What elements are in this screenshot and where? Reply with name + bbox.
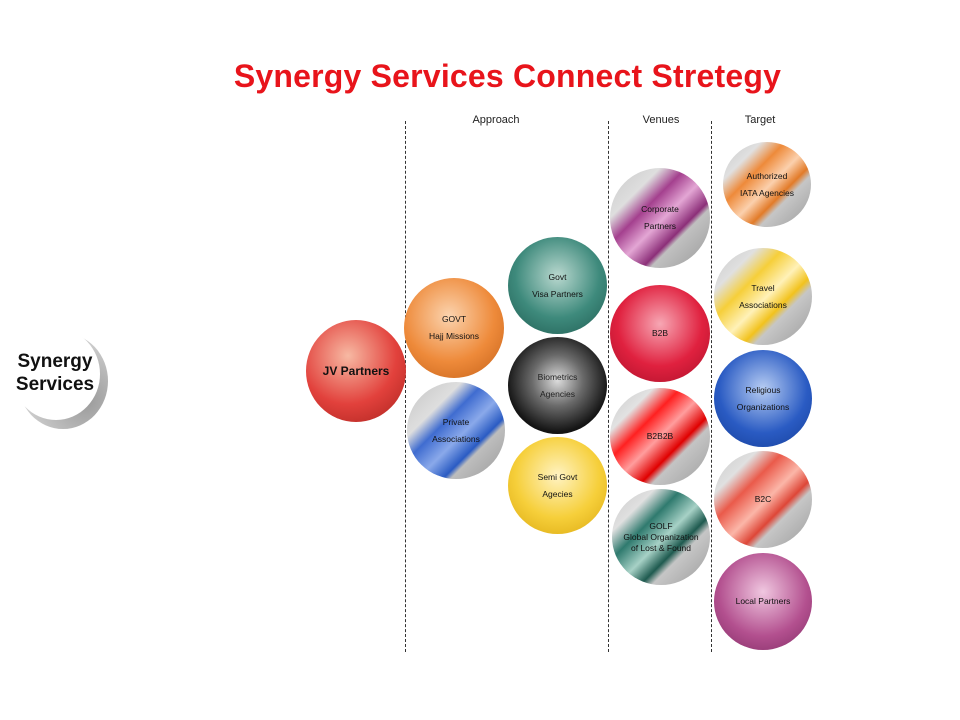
node-govt-hajj-line-2: Hajj Missions xyxy=(428,331,480,341)
node-religious-line-1: Religious xyxy=(745,384,781,395)
node-jv-partners: JV Partners xyxy=(306,320,406,422)
node-semi-govt-line-1: Semi Govt xyxy=(537,471,578,482)
node-b2b2b-label: B2B2B xyxy=(646,431,674,441)
column-header-target: Target xyxy=(744,114,776,126)
node-local-partners: Local Partners xyxy=(714,553,812,650)
brand-line-1: Synergy xyxy=(17,351,93,372)
column-divider-approach xyxy=(405,121,406,652)
brand-line-2: Services xyxy=(15,374,95,395)
column-divider-target xyxy=(711,121,712,652)
node-private-assoc-line-2: Associations xyxy=(432,433,480,444)
node-travel-line-2: Associations xyxy=(739,299,787,310)
node-biometrics-agencies: Biometrics Agencies xyxy=(508,337,607,434)
node-corporate-partners: Corporate Partners xyxy=(610,168,710,268)
page-title: Synergy Services Connect Stretegy xyxy=(233,58,782,94)
column-header-venues: Venues xyxy=(642,114,680,126)
node-iata-line-1: Authorized xyxy=(746,170,788,181)
node-biometrics-line-1: Biometrics xyxy=(537,371,578,382)
node-jv-partners-label: JV Partners xyxy=(322,364,390,378)
node-religious-line-2: Organizations xyxy=(736,401,790,412)
column-header-approach: Approach xyxy=(472,114,520,126)
node-biometrics-line-2: Agencies xyxy=(540,388,575,399)
node-golf: GOLF Global Organization of Lost & Found xyxy=(612,489,710,585)
column-divider-venues xyxy=(608,121,609,652)
node-b2c-label: B2C xyxy=(754,494,772,504)
brand-crescent-mask xyxy=(12,328,100,420)
node-travel-associations: Travel Associations xyxy=(714,248,812,345)
node-local-partners-label: Local Partners xyxy=(735,596,791,606)
node-govt-visa-line-2: Visa Partners xyxy=(532,288,583,299)
node-b2b-label: B2B xyxy=(651,328,669,338)
node-semi-govt-line-2: Agecies xyxy=(542,488,573,499)
node-govt-visa-line-1: Govt xyxy=(548,271,567,282)
node-golf-line-1: GOLF xyxy=(649,520,673,531)
node-religious-organizations: Religious Organizations xyxy=(714,350,812,447)
node-travel-line-1: Travel xyxy=(751,282,775,293)
node-golf-line-3: of Lost & Found xyxy=(630,542,691,553)
node-b2b2b: B2B2B xyxy=(610,388,710,485)
node-iata-line-2: IATA Agencies xyxy=(739,187,795,198)
node-b2b: B2B xyxy=(610,285,710,382)
node-govt-visa-partners: Govt Visa Partners xyxy=(508,237,607,334)
node-govt-hajj-missions: GOVT Hajj Missions xyxy=(404,278,504,378)
node-semi-govt-agencies: Semi Govt Agecies xyxy=(508,437,607,534)
node-b2c: B2C xyxy=(714,451,812,548)
node-golf-line-2: Global Organization xyxy=(623,531,699,542)
brand-label: Synergy Services xyxy=(12,350,98,396)
node-private-associations: Private Associations xyxy=(407,382,505,479)
node-corporate-line-2: Partners xyxy=(643,221,677,231)
node-govt-hajj-line-1: GOVT xyxy=(441,314,467,324)
node-private-assoc-line-1: Private xyxy=(442,416,470,427)
node-authorized-iata-agencies: Authorized IATA Agencies xyxy=(723,142,811,227)
node-corporate-line-1: Corporate xyxy=(641,204,679,214)
